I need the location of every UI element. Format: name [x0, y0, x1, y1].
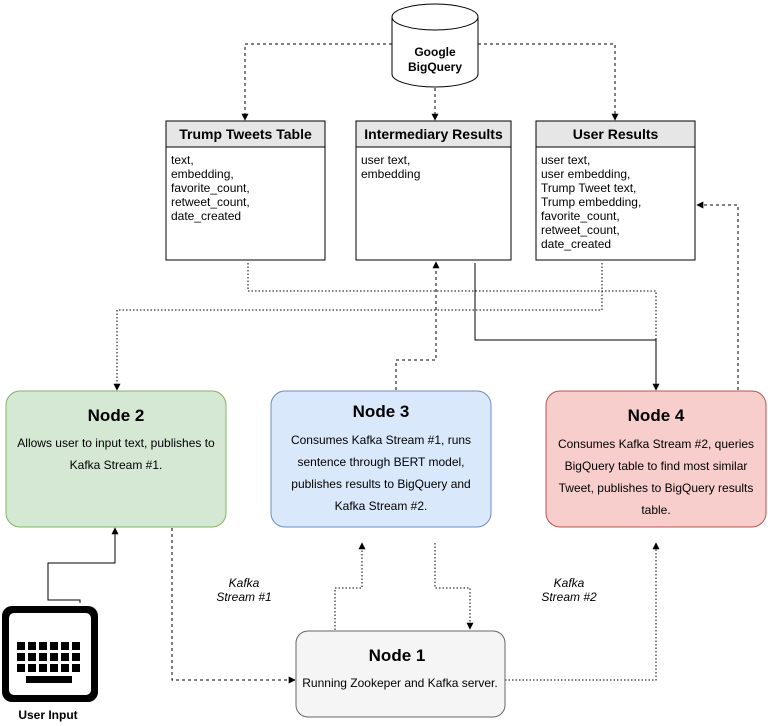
bigquery-label-line2: BigQuery [408, 60, 462, 74]
node4-desc-line: Consumes Kafka Stream #2, queries [558, 437, 754, 451]
table-field: date_created [171, 209, 241, 223]
table-field: embedding [361, 167, 420, 181]
user-results-table: User Results user text, user embedding, … [535, 120, 696, 261]
node1-desc-line: Running Zookeper and Kafka server. [302, 676, 497, 690]
bigquery-database: Google BigQuery [391, 3, 479, 88]
node4-desc-line: BigQuery table to find most similar [565, 459, 748, 473]
node3-desc-line: sentence through BERT model, [298, 455, 465, 469]
table-field: user embedding, [541, 167, 630, 181]
keyboard-icon: User Input [2, 606, 98, 722]
node3-desc-line: Consumes Kafka Stream #1, runs [291, 433, 471, 447]
node2-desc-line: Kafka Stream #1. [70, 458, 163, 472]
table-field: favorite_count, [171, 181, 250, 195]
node3-desc-line: Kafka Stream #2. [335, 499, 428, 513]
node4-title: Node 4 [628, 406, 685, 425]
edge-bigquery-to-trump-table [241, 43, 392, 121]
stream2-line2: Stream #2 [541, 590, 597, 604]
table-field: Trump embedding, [541, 195, 641, 209]
node2-box: Node 2 Allows user to input text, publis… [5, 390, 227, 528]
bigquery-label-line1: Google [414, 45, 456, 59]
edge-node1-to-node3 [334, 542, 366, 630]
edge-trump-table-to-node4 [247, 263, 660, 391]
table-title: User Results [573, 126, 659, 142]
node3-box: Node 3 Consumes Kafka Stream #1, runs se… [270, 390, 492, 528]
edge-bigquery-to-user-results [478, 43, 619, 121]
table-title: Trump Tweets Table [179, 126, 312, 142]
node4-shape [545, 390, 767, 528]
table-field: retweet_count, [541, 223, 620, 237]
edge-node1-to-node4 [505, 542, 660, 681]
node4-desc-line: Tweet, publishes to BigQuery results [559, 481, 754, 495]
stream2-line1: Kafka [554, 576, 585, 590]
edge-intermediary-to-node4 [474, 263, 657, 390]
edge-node4-to-user-results [696, 201, 739, 390]
node3-title: Node 3 [353, 402, 410, 421]
user-input-caption: User Input [18, 708, 77, 722]
node4-box: Node 4 Consumes Kafka Stream #2, queries… [545, 390, 767, 528]
node3-shape [270, 390, 492, 528]
table-field: Trump Tweet text, [541, 181, 636, 195]
kafka-stream2-label: Kafka Stream #2 [541, 576, 597, 604]
table-field: text, [171, 153, 194, 167]
edge-keyboard-to-node2 [47, 527, 119, 603]
table-field: favorite_count, [541, 209, 620, 223]
node1-box: Node 1 Running Zookeper and Kafka server… [295, 630, 506, 718]
edge-node2-to-node1 [171, 528, 296, 684]
edge-node3-to-intermediary [395, 261, 440, 390]
intermediary-results-table: Intermediary Results user text, embeddin… [355, 120, 512, 261]
stream1-line2: Stream #1 [216, 590, 271, 604]
node4-desc-line: table. [641, 503, 670, 517]
node2-title: Node 2 [88, 406, 145, 425]
table-field: embedding, [171, 167, 234, 181]
edge-user-results-to-node2 [113, 263, 603, 391]
kafka-stream1-label: Kafka Stream #1 [216, 576, 271, 604]
node2-shape [5, 390, 227, 528]
table-field: date_created [541, 237, 611, 251]
node2-desc-line: Allows user to input text, publishes to [17, 436, 215, 450]
trump-tweets-table: Trump Tweets Table text, embedding, favo… [165, 120, 326, 261]
table-title: Intermediary Results [364, 126, 503, 142]
stream1-line1: Kafka [229, 576, 260, 590]
node1-shape [295, 630, 506, 718]
table-field: user text, [361, 153, 410, 167]
node1-title: Node 1 [369, 646, 426, 665]
edge-node3-to-node1 [434, 543, 474, 630]
table-field: user text, [541, 153, 590, 167]
table-field: retweet_count, [171, 195, 250, 209]
node3-desc-line: publishes results to BigQuery and [291, 477, 470, 491]
